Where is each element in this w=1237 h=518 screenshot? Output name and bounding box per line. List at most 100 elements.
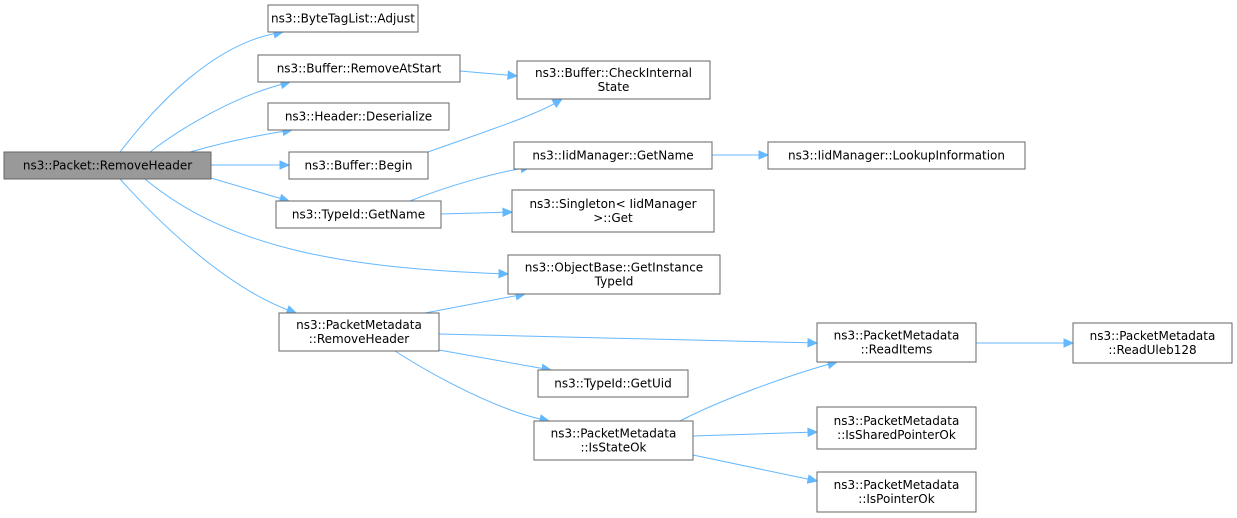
edge-buffer_remove_at_start-to-buffer_check_internal_state [459,70,519,80]
node-label-line: ns3::PacketMetadata [1090,329,1216,343]
node-label-line: ::IsStateOk [580,441,646,455]
edge-typeid_get_name-to-singleton_get [440,207,514,218]
edge-line [438,349,544,370]
node-buffer-begin[interactable]: ns3::Buffer::Begin [288,151,429,180]
edge-line [189,130,285,153]
node-singleton-get[interactable]: ns3::Singleton< IidManager>::Get [511,189,715,233]
edge-line [144,178,501,275]
arrowhead [551,98,564,108]
edge-line [440,211,505,215]
edge-line [424,295,518,314]
node-box [257,54,461,83]
node-buffer-remove-at-start[interactable]: ns3::Buffer::RemoveAtStart [257,54,461,83]
node-box [507,254,721,295]
node-label-line: ns3::ObjectBase::GetInstance [525,261,703,275]
node-box [816,406,977,450]
edge-line [149,83,283,153]
node-label-line: ns3::IidManager::LookupInformation [788,149,1005,163]
edge-packet_remove_header-to-bytetaglist_adjust [119,29,285,153]
node-label-line: ::ReadItems [861,343,933,357]
node-label-line: State [598,80,630,94]
node-label-line: ns3::PacketMetadata [834,414,960,428]
edge-line [409,167,523,202]
node-label-line: ns3::IidManager::GetName [532,149,693,163]
arrowhead [279,160,291,170]
node-box [3,151,212,180]
node-label-line: TypeId [594,275,634,289]
edge-line [119,33,276,153]
node-label-line: ns3::PacketMetadata [551,427,677,441]
node-label-line: ns3::Buffer::Begin [304,159,412,173]
node-header-deserialize[interactable]: ns3::Header::Deserialize [267,102,450,131]
edge-packet_remove_header-to-buffer_begin [211,160,291,170]
node-label-line: ns3::ByteTagList::Adjust [271,12,415,26]
edge-line [692,454,810,480]
arrowhead [806,474,819,484]
node-box [513,141,713,170]
edge-packetmetadata_remove_header-to-packetmetadata_is_state_ok [394,350,551,424]
edge-packetmetadata_remove_header-to-typeid_get_uid [438,349,553,374]
edge-line [679,363,830,422]
node-box [288,151,429,180]
node-label-line: >::Get [593,211,633,225]
edge-line [427,102,556,153]
edge-packetmetadata_is_state_ok-to-packetmetadata_is_pointer_ok [692,454,819,484]
edge-line [210,177,282,200]
edge-packet_remove_header-to-typeid_get_name [210,177,291,203]
node-box [537,369,689,398]
node-label-line: ns3::TypeId::GetName [292,208,425,222]
node-label-line: ns3::PacketMetadata [296,318,422,332]
node-packetmetadata-read-items[interactable]: ns3::PacketMetadata::ReadItems [816,322,977,363]
node-typeid-get-name[interactable]: ns3::TypeId::GetName [275,200,442,229]
edge-packetmetadata_is_state_ok-to-packetmetadata_is_shared_pointer_ok [692,427,819,438]
edge-packet_remove_header-to-header_deserialize [189,126,294,153]
node-box [1072,322,1233,364]
node-label-line: ns3::Buffer::RemoveAtStart [277,62,442,76]
node-label-line: ::ReadUleb128 [1108,343,1196,357]
edge-packet_remove_header-to-packetmetadata_remove_header [119,178,298,315]
edge-packetmetadata_read_items-to-packetmetadata_read_uleb128 [976,338,1075,348]
node-label-line: ns3::PacketMetadata [834,329,960,343]
arrowhead [285,305,298,315]
node-bytetaglist-adjust[interactable]: ns3::ByteTagList::Adjust [267,4,419,33]
node-label-line: ns3::Header::Deserialize [285,110,432,124]
edge-line [692,431,810,437]
node-packetmetadata-read-uleb128[interactable]: ns3::PacketMetadata::ReadUleb128 [1072,322,1233,364]
edge-buffer_begin-to-buffer_check_internal_state [427,98,564,153]
node-packetmetadata-remove-header[interactable]: ns3::PacketMetadata::RemoveHeader [278,312,440,352]
node-label-line: ns3::Buffer::CheckInternal [535,66,692,80]
edge-line [459,70,510,76]
edge-packetmetadata_remove_header-to-objectbase_get_instance_typeid [424,291,527,314]
edge-line [394,350,542,420]
edge-iidmanager_get_name-to-iidmanager_lookup_information [712,150,770,160]
node-box [767,141,1026,170]
node-iidmanager-lookup-information[interactable]: ns3::IidManager::LookupInformation [767,141,1026,170]
arrowhead [507,70,519,80]
node-label-line: ns3::TypeId::GetUid [554,377,672,391]
node-label-line: ::RemoveHeader [309,332,410,346]
node-packet-remove-header[interactable]: ns3::Packet::RemoveHeader [3,151,212,180]
node-typeid-get-uid[interactable]: ns3::TypeId::GetUid [537,369,689,398]
arrowhead [498,268,510,279]
node-label-line: ::IsPointerOk [858,492,934,506]
arrowhead [807,338,819,348]
node-box [516,60,711,100]
node-packetmetadata-is-shared-pointer-ok[interactable]: ns3::PacketMetadata::IsSharedPointerOk [816,406,977,450]
edge-line [119,178,289,311]
arrowhead [502,207,514,218]
node-iidmanager-get-name[interactable]: ns3::IidManager::GetName [513,141,713,170]
node-label-line: ns3::Singleton< IidManager [529,197,696,211]
node-box [267,102,450,131]
node-box [275,200,442,229]
node-box [816,322,977,363]
edge-packet_remove_header-to-objectbase_get_instance_typeid [144,178,510,279]
arrowhead [1063,338,1075,348]
node-box [533,420,694,461]
node-packetmetadata-is-state-ok[interactable]: ns3::PacketMetadata::IsStateOk [533,420,694,461]
node-label-line: ns3::PacketMetadata [834,478,960,492]
node-packetmetadata-is-pointer-ok[interactable]: ns3::PacketMetadata::IsPointerOk [816,471,977,513]
edge-packetmetadata_is_state_ok-to-packetmetadata_read_items [679,359,839,422]
